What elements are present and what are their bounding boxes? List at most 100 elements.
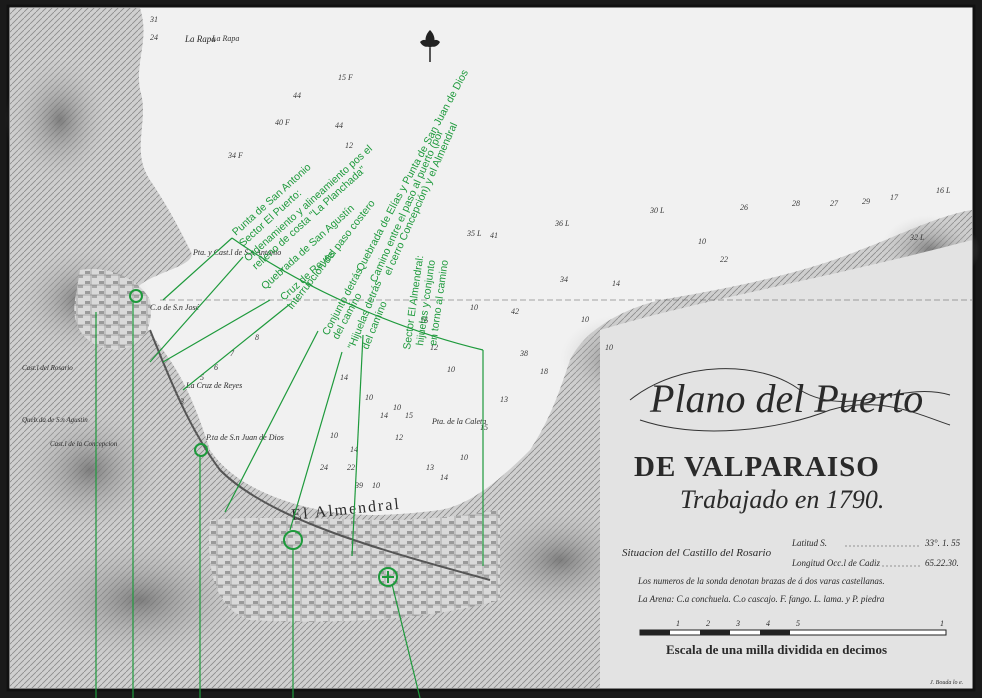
sounding-value: 14 xyxy=(350,445,358,454)
sounding-value: 39 xyxy=(354,481,363,490)
sounding-value: 28 xyxy=(792,199,800,208)
scale-tick-5: 1 xyxy=(940,619,944,628)
sounding-value: 13 xyxy=(426,463,434,472)
sounding-value: 40 F xyxy=(275,118,290,127)
sounding-value: 12 xyxy=(430,343,438,352)
place-cerro-rosa: Cast.l del Rosario xyxy=(22,364,73,372)
scale-tick-0: 1 xyxy=(676,619,680,628)
title-line1: Plano del Puerto xyxy=(649,376,923,421)
sounding-value: 16 xyxy=(420,316,428,325)
sounding-value: 38 xyxy=(519,349,528,358)
scale-title: Escala de una milla dividida en decimos xyxy=(666,642,887,657)
sounding-value: 10 xyxy=(365,393,373,402)
place-castillo-san-jose: C.o de S.n José xyxy=(150,303,200,312)
title-line3: Trabajado en 1790. xyxy=(680,485,884,514)
sounding-value: 6 xyxy=(214,363,218,372)
sounding-value: 14 xyxy=(380,411,388,420)
place-cerro-concepcion: Cast.l de la Concepcion xyxy=(50,440,118,448)
sounding-value: 41 xyxy=(490,231,498,240)
title-flourish xyxy=(629,368,951,402)
sounding-value: 35 L xyxy=(466,229,482,238)
scale-tick-4: 5 xyxy=(796,619,800,628)
sounding-value: 27 xyxy=(830,199,839,208)
sounding-value: 44 xyxy=(335,121,343,130)
sounding-value: 10 xyxy=(581,315,589,324)
marker-san-juan-dios xyxy=(194,443,208,457)
latitud-value: 33°. 1. 55 xyxy=(924,538,961,548)
scale-bar xyxy=(639,629,947,636)
title-line2: DE VALPARAISO xyxy=(634,451,880,483)
sounding-value: 44 xyxy=(293,91,301,100)
marker-cross-icon xyxy=(382,571,394,583)
sounding-value: 22 xyxy=(720,255,728,264)
sounding-value: 3 xyxy=(179,397,184,406)
sounding-value: 10 xyxy=(447,365,455,374)
radial-leaders xyxy=(149,237,484,566)
latitud-label: Latitud S. xyxy=(791,538,827,548)
place-cruz-reyes: La Cruz de Reyes xyxy=(185,381,242,390)
sounding-value: 7 xyxy=(230,349,235,358)
place-la-rapa: La Rapa xyxy=(184,34,216,44)
situacion-label: Situacion del Castillo del Rosario xyxy=(622,547,772,559)
inland-plain xyxy=(600,240,972,688)
sounding-value: 14 xyxy=(612,279,620,288)
title-flourish-2 xyxy=(639,404,951,432)
almendral-town xyxy=(209,510,500,622)
sounding-value: 24 xyxy=(150,33,158,42)
puerto-town xyxy=(74,269,151,350)
place-punta-calcta: Pta. de la Caleta xyxy=(431,417,486,426)
sounding-value: 32 L xyxy=(909,233,925,242)
scale-tick-2: 3 xyxy=(735,619,740,628)
sounding-value: 15 F xyxy=(338,73,353,82)
longitud-value: 65.22.30. xyxy=(925,558,959,568)
sounding-value: 18 xyxy=(540,367,548,376)
marker-puerto xyxy=(129,289,143,303)
sounding-value: 13 xyxy=(500,395,508,404)
sounding-value: La Rapa xyxy=(211,34,239,43)
sounding-value: 42 xyxy=(511,307,519,316)
sounding-value: 24 xyxy=(320,463,328,472)
sounding-value: 12 xyxy=(345,141,353,150)
scale-tick-1: 2 xyxy=(706,619,710,628)
sounding-value: 10 xyxy=(698,237,706,246)
marker-cross xyxy=(378,567,398,587)
place-san-juan-dios: P.ta de S.n Juan de Dios xyxy=(205,433,284,442)
soundings-layer: 31 24 La Rapa 15 F 44 40 F 44 34 F 12 35 L 41 36 L 3… xyxy=(149,15,951,490)
place-punta-san-antonio: Pta. y Cast.l de S.n Antonio xyxy=(192,248,281,257)
sounding-value: 14 xyxy=(440,473,448,482)
coastal-road xyxy=(149,329,491,581)
sounding-value: 22 xyxy=(347,463,355,472)
sounding-value: 10 xyxy=(372,481,380,490)
sounding-value: 8 xyxy=(255,333,259,342)
sounding-value: 15 xyxy=(405,411,413,420)
compass-fleur xyxy=(420,30,440,62)
sounding-value: 30 L xyxy=(649,206,665,215)
map-frame xyxy=(6,4,976,692)
sounding-value: 15 xyxy=(480,423,488,432)
sounding-value: 12 xyxy=(395,433,403,442)
note-arena: La Arena: C.a conchuela. C.o cascajo. F.… xyxy=(637,594,885,604)
sounding-value: 26 xyxy=(740,203,748,212)
sounding-value: 36 L xyxy=(554,219,570,228)
sounding-value: 10 xyxy=(393,403,401,412)
sounding-value: 14 xyxy=(340,373,348,382)
sounding-value: 31 xyxy=(149,15,158,24)
sounding-value: 16 L xyxy=(936,186,951,195)
sounding-value: 34 F xyxy=(227,151,243,160)
sounding-value: 29 xyxy=(862,197,870,206)
note-sonda: Los numeros de la sonda denotan brazas d… xyxy=(637,576,885,586)
scale-tick-3: 4 xyxy=(766,619,770,628)
sounding-value: 17 xyxy=(890,193,899,202)
sounding-value: 34 xyxy=(559,275,568,284)
sounding-value: 5 xyxy=(200,373,204,382)
engraver-credit: J. Bouda lo e. xyxy=(930,680,963,686)
longitud-label: Longitud Occ.l de Cadiz xyxy=(791,558,880,568)
drop-line-5 xyxy=(391,583,421,698)
sounding-value: 10 xyxy=(460,453,468,462)
marker-almendral xyxy=(283,530,303,550)
sounding-value: 10 xyxy=(605,343,613,352)
sounding-value: 10 xyxy=(330,431,338,440)
sounding-value: 10 xyxy=(470,303,478,312)
